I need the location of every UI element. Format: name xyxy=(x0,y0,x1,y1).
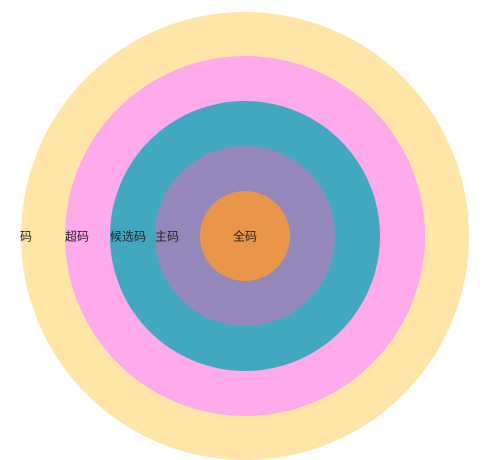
label-superkey: 超码 xyxy=(65,229,89,244)
label-candidate-key: 候选码 xyxy=(110,230,146,244)
ring-all-key-core xyxy=(200,191,290,281)
label-primary-key: 主码 xyxy=(155,230,179,244)
label-key: 码 xyxy=(20,230,32,244)
label-all-key: 全码 xyxy=(233,229,257,244)
